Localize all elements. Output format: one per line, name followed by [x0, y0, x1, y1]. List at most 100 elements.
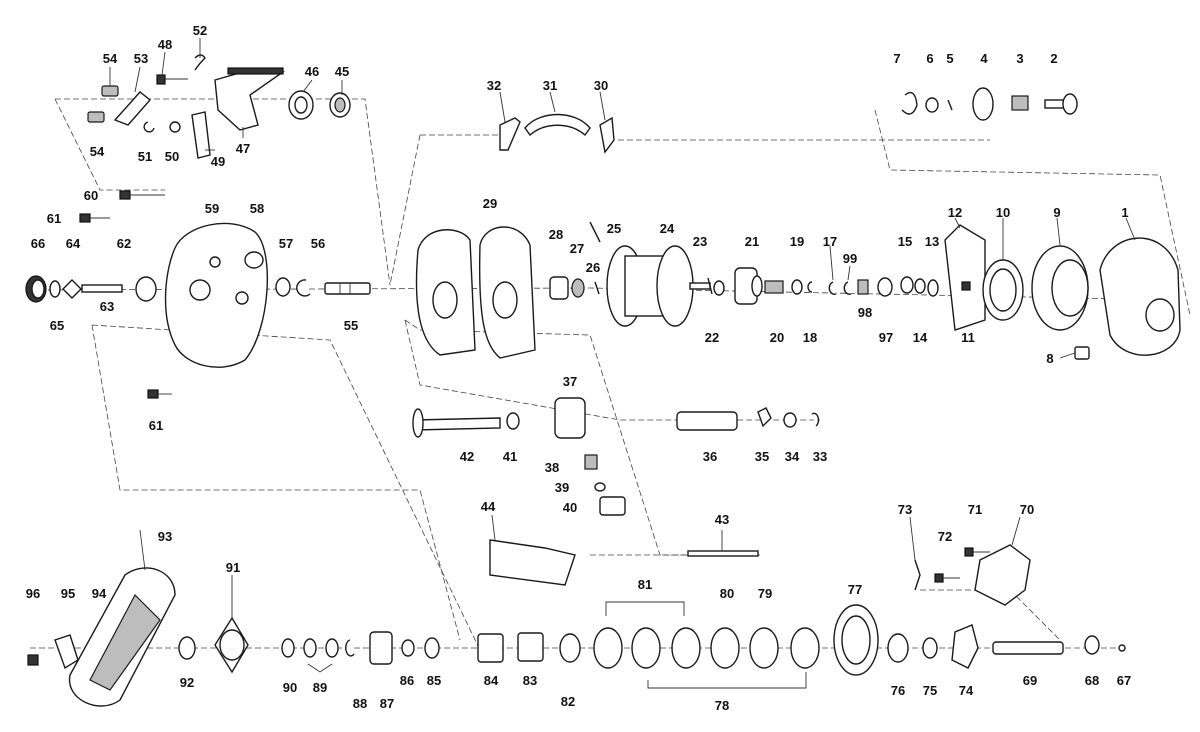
part-66-bearing [25, 275, 47, 303]
part-48-screw [156, 74, 188, 85]
part-75-washer [922, 637, 938, 659]
callout-50: 50 [165, 149, 179, 164]
callout-97: 97 [879, 330, 893, 345]
callout-36: 36 [703, 449, 717, 464]
part-95-plate [54, 634, 79, 670]
callout-53: 53 [134, 51, 148, 66]
callout-51: 51 [138, 149, 152, 164]
callout-96: 96 [26, 586, 40, 601]
part-92-washer [178, 636, 196, 660]
part-91-drag-star [214, 616, 249, 674]
callout-82: 82 [561, 694, 575, 709]
callout-27: 27 [570, 241, 584, 256]
part-54-springs [87, 85, 119, 123]
callout-93: 93 [158, 529, 172, 544]
part-40-nut [599, 496, 626, 516]
callout-79: 79 [758, 586, 772, 601]
part-32-clip [499, 117, 521, 151]
part-78-drag-washers [593, 627, 820, 669]
callout-77: 77 [848, 582, 862, 597]
callout-81: 81 [638, 577, 652, 592]
callout-43: 43 [715, 512, 729, 527]
part-30-clip [599, 116, 615, 154]
part-55-pinion [324, 282, 371, 295]
part-28-bearing [549, 276, 569, 300]
part-24-spool [606, 245, 711, 327]
part-21-cup [734, 267, 763, 305]
callout-89: 89 [313, 680, 327, 695]
part-97-bearing [877, 277, 893, 297]
part-93-handle [68, 567, 176, 707]
part-88-clip [345, 639, 355, 657]
callout-88: 88 [353, 696, 367, 711]
callout-40: 40 [563, 500, 577, 515]
callout-61-upper: 61 [47, 211, 61, 226]
callout-44: 44 [481, 499, 496, 514]
part-71-screw [964, 547, 990, 557]
part-89-washers [303, 638, 339, 658]
callout-41: 41 [503, 449, 517, 464]
part-7-spring [901, 91, 918, 115]
part-18-clip [807, 281, 813, 293]
part-84-bearing [477, 633, 504, 663]
part-15-washer [900, 276, 914, 294]
part-14-washer [914, 278, 926, 294]
part-49-arm [191, 111, 211, 159]
part-27-bearing [571, 278, 585, 298]
callout-90: 90 [283, 680, 297, 695]
callout-61-lower: 61 [149, 418, 163, 433]
callout-5: 5 [946, 51, 953, 66]
callout-30: 30 [594, 78, 608, 93]
part-58-knob [244, 251, 264, 269]
callout-78: 78 [715, 698, 729, 713]
callout-67: 67 [1117, 673, 1131, 688]
callout-19: 19 [790, 234, 804, 249]
callout-83: 83 [523, 673, 537, 688]
callout-94: 94 [92, 586, 107, 601]
callout-1: 1 [1121, 205, 1128, 220]
callout-95: 95 [61, 586, 75, 601]
callout-85: 85 [427, 673, 441, 688]
part-61-screw-lower [147, 389, 172, 399]
callout-32: 32 [487, 78, 501, 93]
callout-76: 76 [891, 683, 905, 698]
callout-86: 86 [400, 673, 414, 688]
part-79-washer [749, 627, 779, 669]
part-57-bearing [275, 277, 291, 297]
callout-37: 37 [563, 374, 577, 389]
part-60-screw [119, 190, 165, 200]
callout-24: 24 [660, 221, 675, 236]
callout-17: 17 [823, 234, 837, 249]
callout-55: 55 [344, 318, 358, 333]
callout-66: 66 [31, 236, 45, 251]
callout-84: 84 [484, 673, 499, 688]
part-41-bearing [506, 412, 520, 430]
part-3-spring [1011, 95, 1029, 111]
callout-62: 62 [117, 236, 131, 251]
part-59-sideplate [164, 222, 268, 368]
callout-54-lower: 54 [90, 144, 105, 159]
callout-6: 6 [926, 51, 933, 66]
center-frame-group [412, 87, 1181, 586]
part-11-screw [961, 281, 971, 291]
callout-59: 59 [205, 201, 219, 216]
callout-34: 34 [785, 449, 800, 464]
callout-23: 23 [693, 234, 707, 249]
part-31-bar [524, 113, 591, 137]
part-39-washer [594, 482, 606, 492]
part-17-clip [828, 281, 837, 295]
callout-42: 42 [460, 449, 474, 464]
callout-33: 33 [813, 449, 827, 464]
callout-92: 92 [180, 675, 194, 690]
callout-47: 47 [236, 141, 250, 156]
part-64-washer [62, 279, 82, 299]
part-34-washer [783, 412, 797, 428]
callout-25: 25 [607, 221, 621, 236]
part-33-clip [811, 412, 820, 427]
part-20-spring [764, 280, 784, 294]
part-74-ratchet [951, 624, 979, 669]
part-86-washer [401, 639, 415, 657]
part-61-screw-upper [79, 213, 110, 223]
callout-10: 10 [996, 205, 1010, 220]
left-sideplate-group [25, 190, 371, 399]
